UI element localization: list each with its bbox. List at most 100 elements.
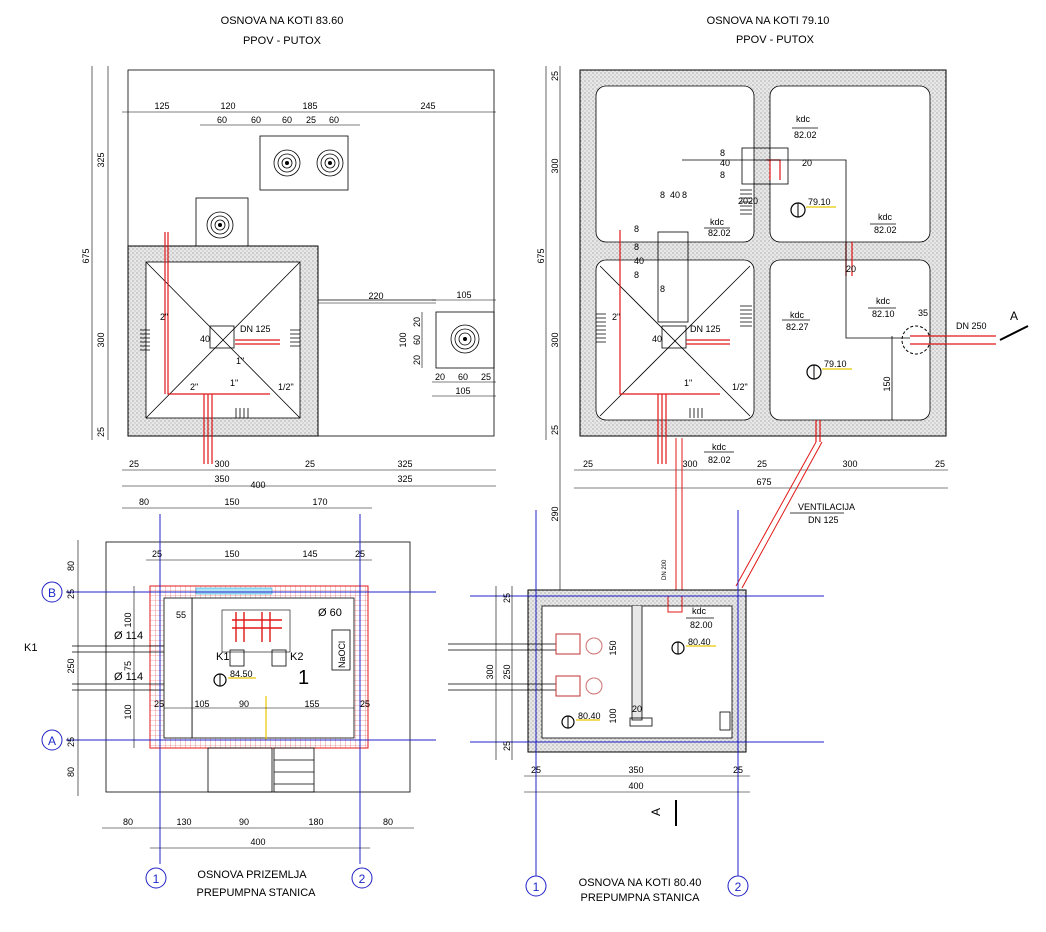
plan-top-right: 79.10 79.10 kdc 82.02 kdc 82.02 kdc 82.0…: [536, 66, 996, 610]
dim-60c: 60: [282, 115, 292, 125]
valve-icon: [206, 211, 234, 239]
label-1in: 1": [230, 378, 238, 388]
title-bottom-left-line1: OSNOVA PRIZEMLJA: [197, 869, 307, 881]
label-40: 40: [200, 334, 210, 344]
sd-4: 20: [738, 196, 748, 206]
level-marker-bl: 84.50: [213, 669, 256, 687]
dim-bl-l25a: 25: [66, 589, 76, 599]
sd-11: 8: [682, 190, 687, 200]
dim-bl150b: 150: [224, 549, 239, 559]
dim-rb300b: 300: [842, 459, 857, 469]
dim-bl-l250: 250: [66, 658, 76, 673]
kdc-3-val: 82.02: [874, 225, 897, 235]
dim-br150: 150: [608, 640, 618, 655]
sd-1: 40: [720, 158, 730, 168]
kdc-br-key: kdc: [692, 606, 707, 616]
axis-a-label: A: [48, 734, 56, 748]
dim-300: 300: [96, 332, 106, 347]
axis-a-bubble: A: [41, 729, 63, 751]
label-half-in-r: 1/2": [732, 382, 748, 392]
axis-2-label-br: 2: [735, 880, 742, 894]
dim-r290: 290: [550, 506, 560, 521]
dim-60a: 60: [217, 115, 227, 125]
title-bottom-right-line1: OSNOVA NA KOTI 80.40: [579, 877, 702, 889]
dim-r300b: 300: [550, 332, 560, 347]
axis-1-bubble: 1: [145, 867, 167, 889]
label-dn250: DN 250: [956, 321, 987, 331]
label-dn125: DN 125: [240, 324, 271, 334]
dim-b25a: 25: [129, 459, 139, 469]
dim-r25a: 25: [550, 71, 560, 81]
label-35: 35: [918, 308, 928, 318]
kdc-br-val: 82.00: [690, 620, 713, 630]
title-top-right-line1: OSNOVA NA KOTI 79.10: [707, 15, 830, 27]
dim-bl-l100a: 100: [123, 612, 133, 627]
dim-br25a: 25: [502, 593, 512, 603]
dim-br25b: 25: [502, 741, 512, 751]
label-dn200: DN 200: [662, 559, 668, 580]
axis-2-label: 2: [359, 872, 366, 886]
level-79-10b: 79.10: [824, 359, 847, 369]
dim-bl25d: 25: [360, 699, 370, 709]
dim-220: 220: [368, 291, 383, 301]
dim-br300: 300: [485, 664, 495, 679]
title-bottom-right-line2: PREPUMPNA STANICA: [581, 892, 701, 904]
dim-r675: 675: [536, 248, 546, 263]
level-84-50: 84.50: [230, 669, 253, 679]
dim-bl-l80b: 80: [66, 767, 76, 777]
section-marker-a: A A: [649, 309, 1029, 826]
pump-box: [259, 135, 349, 191]
title-top-left: OSNOVA NA KOTI 83.60 PPOV - PUTOX: [221, 15, 344, 47]
title-top-left-line1: OSNOVA NA KOTI 83.60: [221, 15, 344, 27]
label-150: 150: [882, 376, 892, 391]
dim-blb130: 130: [176, 817, 191, 827]
dim-brb350: 350: [628, 765, 643, 775]
dim-brb25a: 25: [531, 765, 541, 775]
axis-b-bubble: B: [41, 581, 63, 603]
plan-bottom-right: kdc 82.00 80.40 80.40 1 2 25 300 250 25 …: [448, 510, 824, 897]
dim-20b: 20: [412, 355, 422, 365]
dim-br20: 20: [632, 704, 642, 714]
dim-25-left: 25: [96, 427, 106, 437]
dim-br100: 100: [608, 708, 618, 723]
dim-60b: 60: [251, 115, 261, 125]
kdc-2-key: kdc: [710, 217, 725, 227]
dim-blb80b: 80: [383, 817, 393, 827]
sd-13: 20: [748, 196, 758, 206]
sd-3: 8: [660, 190, 665, 200]
dim-rb25b: 25: [757, 459, 767, 469]
dim-20a: 20: [412, 317, 422, 327]
dim-60e: 60: [412, 335, 422, 345]
dim-bl155: 155: [304, 699, 319, 709]
dim-rb25c: 25: [935, 459, 945, 469]
level-80-40b: 80.40: [578, 711, 601, 721]
sd-8: 40: [634, 256, 644, 266]
level-80-40a: 80.40: [688, 637, 711, 647]
meter-icon: [450, 324, 480, 354]
dim-60d: 60: [329, 115, 339, 125]
dim-r25b: 25: [550, 425, 560, 435]
dim-b350: 350: [214, 474, 229, 484]
kdc-3-key: kdc: [878, 212, 893, 222]
dim-bl90: 90: [239, 699, 249, 709]
kdc-4-key: kdc: [790, 310, 805, 320]
label-2in: 2": [160, 312, 168, 322]
pipe-o114b: Ø 114: [114, 671, 143, 683]
level-marker-br2: 80.40: [561, 711, 601, 729]
dim-rb675: 675: [756, 477, 771, 487]
label-dn125-r: DN 125: [690, 324, 721, 334]
dim-bl-l80a: 80: [66, 561, 76, 571]
label-20: 20: [846, 264, 856, 274]
axis-2-bubble-br: 2: [727, 875, 749, 897]
dim-b25b: 25: [305, 459, 315, 469]
kdc-4-val: 82.27: [786, 322, 809, 332]
kdc-1-val: 82.02: [794, 130, 817, 140]
dim-bl-l25b: 25: [66, 737, 76, 747]
label-ventilacija: VENTILACIJA: [798, 502, 855, 512]
section-a-top: A: [1010, 309, 1018, 323]
label-1in-r: 1": [684, 378, 692, 388]
sd-0: 8: [720, 148, 725, 158]
label-naocl: NaOCl: [337, 641, 347, 668]
dim-185: 185: [302, 101, 317, 111]
